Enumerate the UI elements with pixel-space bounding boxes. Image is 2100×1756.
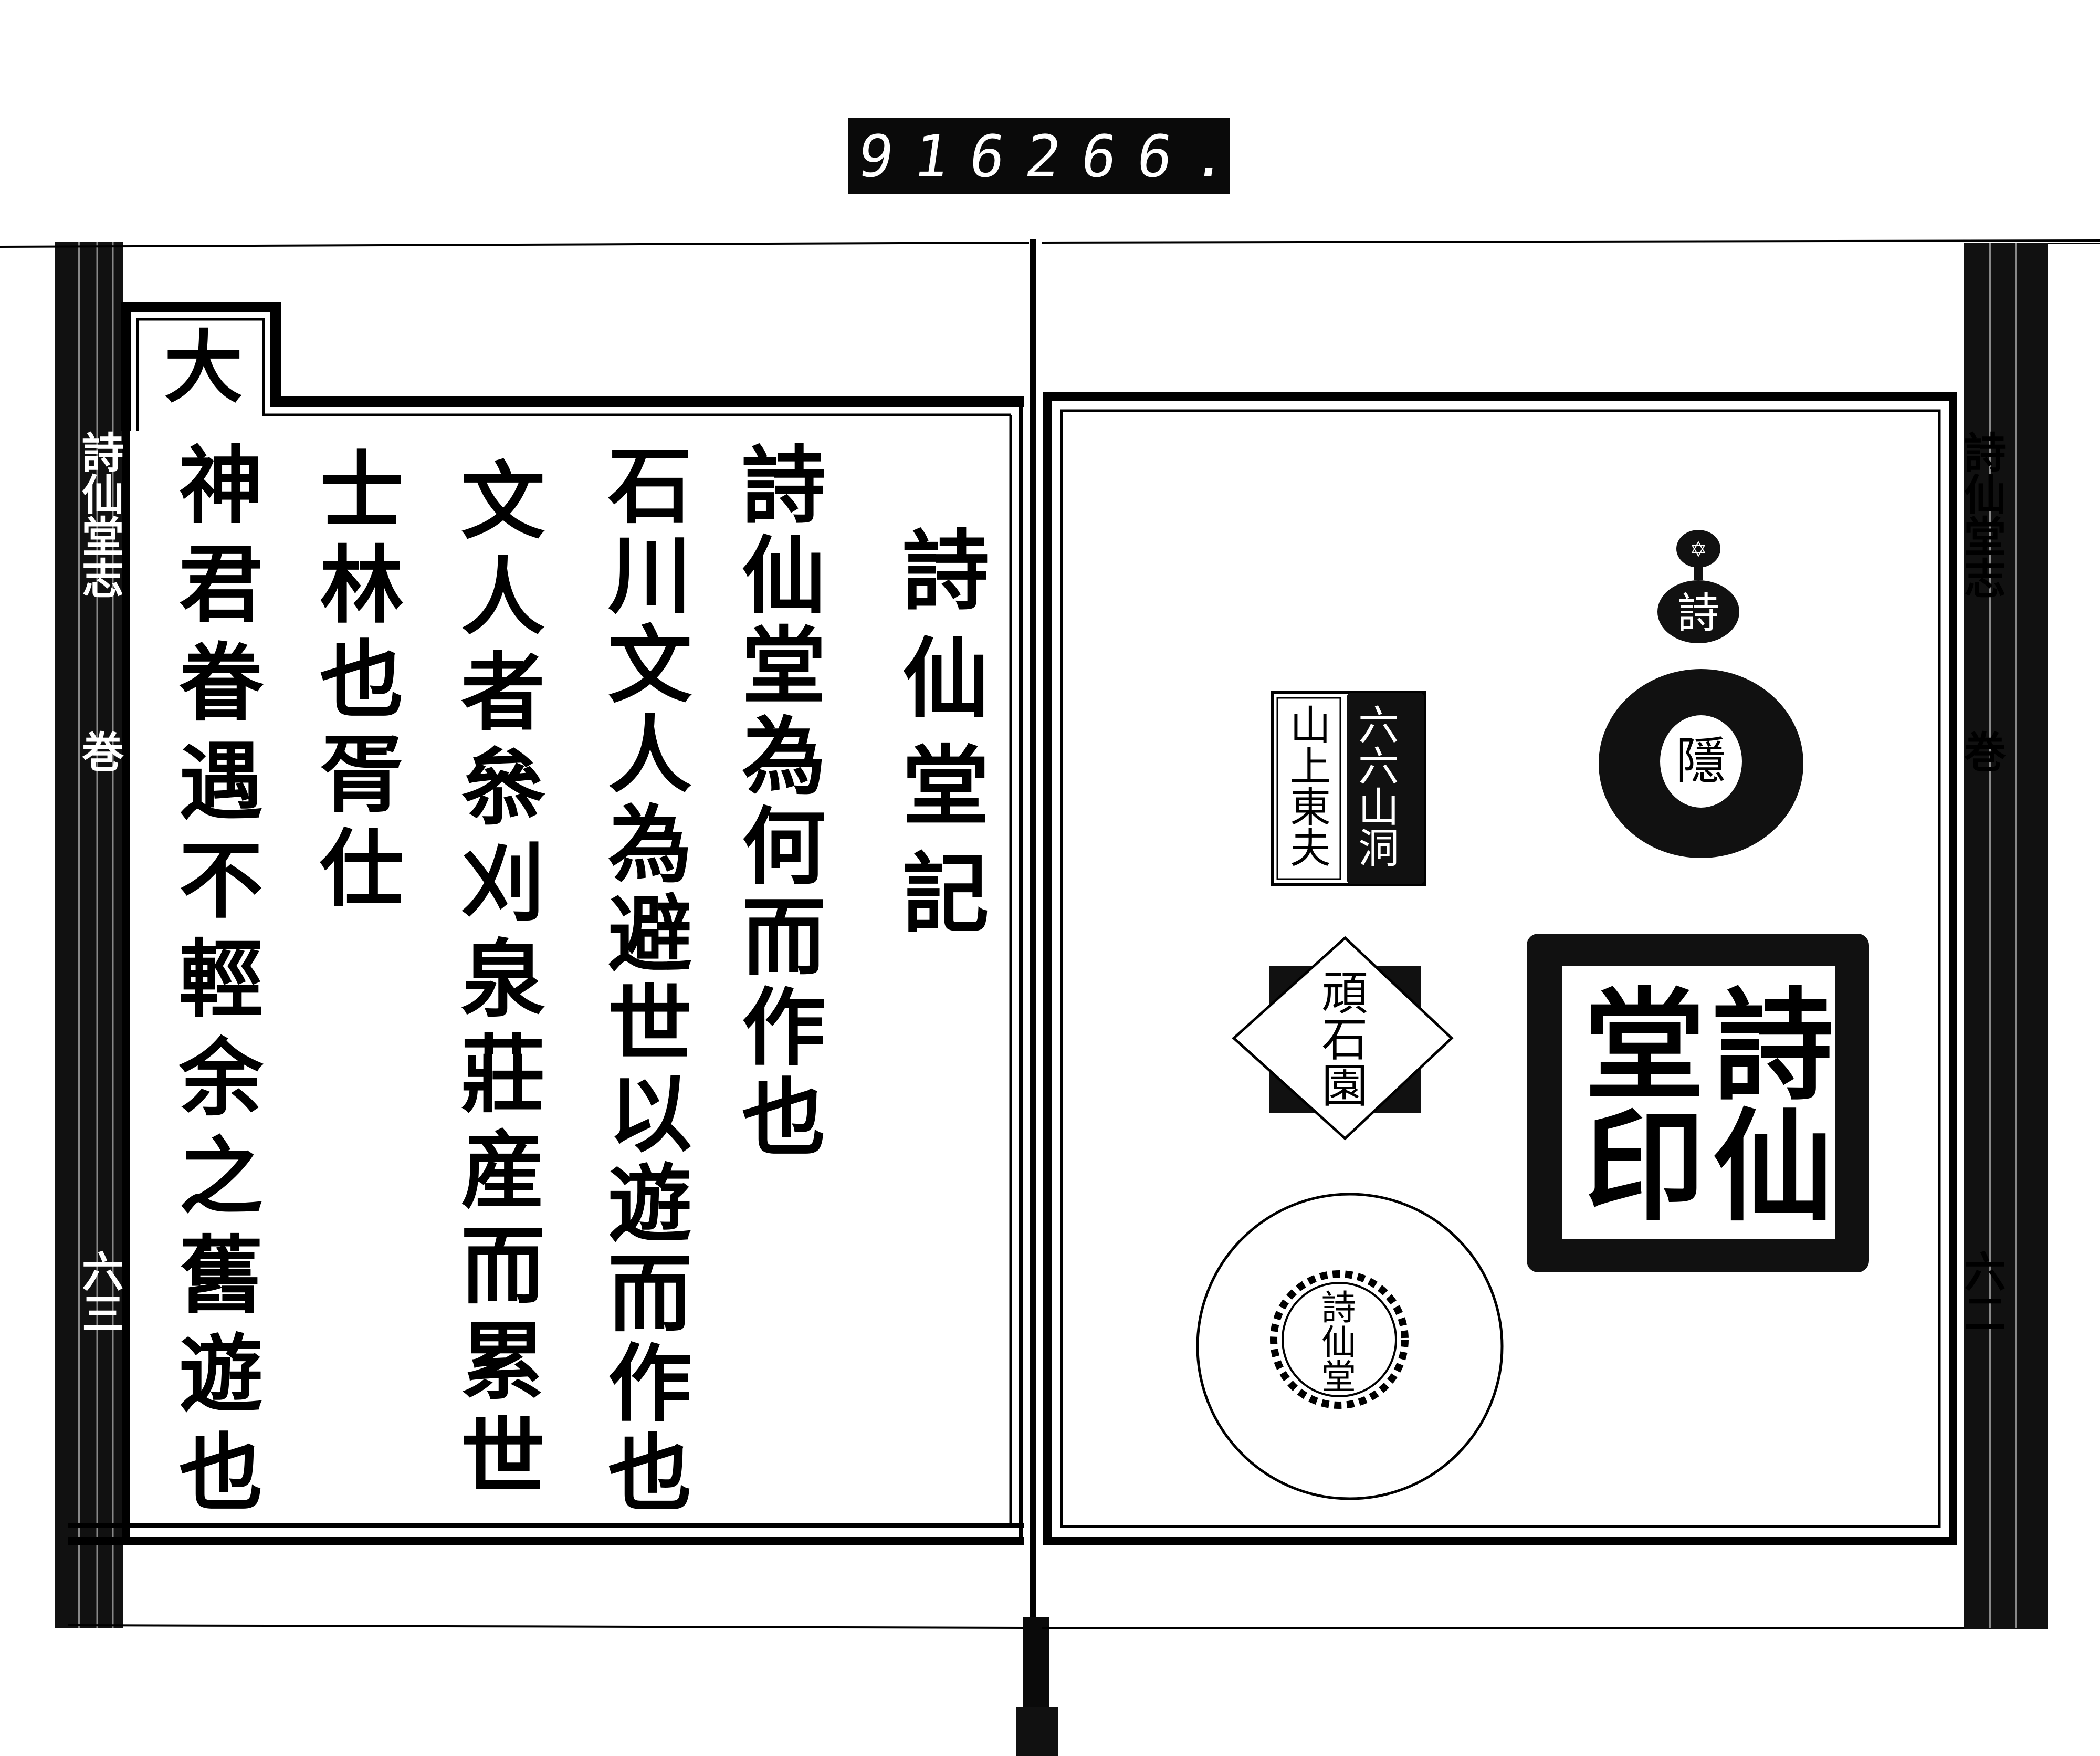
seal-gourd-text: 詩 [1677, 589, 1719, 637]
text-column-6: 神君眷遇不輕余之舊遊也 [165, 441, 264, 1527]
seal-round-black: 隱 [1599, 669, 1803, 858]
text-column-5: 士林也胥仕 [306, 446, 404, 919]
left-book-edge [55, 242, 123, 1628]
tab-character: 大 [151, 326, 243, 404]
right-margin-page: 六二 [1957, 1250, 2007, 1334]
seal-diamond-text: 頑石園 [1314, 969, 1368, 1107]
right-margin-title: 詩仙堂志 [1957, 431, 2007, 599]
spine-binding [1016, 239, 1058, 1756]
left-margin-title: 詩仙堂志 [75, 431, 124, 599]
seal-rect-left-text: 山上東夫 [1283, 704, 1330, 867]
right-book-edge [1964, 243, 2100, 1629]
text-title: 詩仙堂記 [888, 525, 990, 956]
text-column-4: 文人者叅刈泉莊産而累世 [447, 457, 545, 1508]
left-margin-volume: 巻 [75, 730, 124, 772]
seal-large-text: 詩仙堂印 [1563, 982, 1834, 1224]
seal-round-outline [1196, 1193, 1504, 1500]
catalog-number-label: 916 266. [848, 118, 1254, 194]
left-page-top-edge [0, 242, 1030, 248]
text-column-3: 石川文人為避世以遊而作也 [594, 441, 692, 1519]
svg-text:✡: ✡ [1689, 538, 1707, 562]
left-page-border [68, 302, 1024, 1629]
seal-gourd: ✡ 詩 [1657, 530, 1739, 643]
seal-rect-right-text: 六六山洞 [1351, 704, 1399, 867]
right-page-border [1042, 392, 1984, 1629]
catalog-number-right: 266. [1021, 122, 1254, 190]
right-margin-volume: 巻 [1957, 730, 2007, 772]
text-column-2: 詩仙堂為何而作也 [728, 441, 826, 1164]
catalog-number-left: 916 [854, 122, 1031, 190]
seal-round-outline-text: 詩仙堂 [1316, 1289, 1356, 1393]
seal-rect-double [1270, 691, 1426, 886]
seal-round-black-text: 隱 [1676, 733, 1726, 790]
right-page-top-edge [1042, 239, 2100, 244]
left-margin-page: 六三 [75, 1250, 124, 1334]
seal-large-square [1527, 934, 1869, 1272]
seal-diamond [1232, 936, 1454, 1141]
